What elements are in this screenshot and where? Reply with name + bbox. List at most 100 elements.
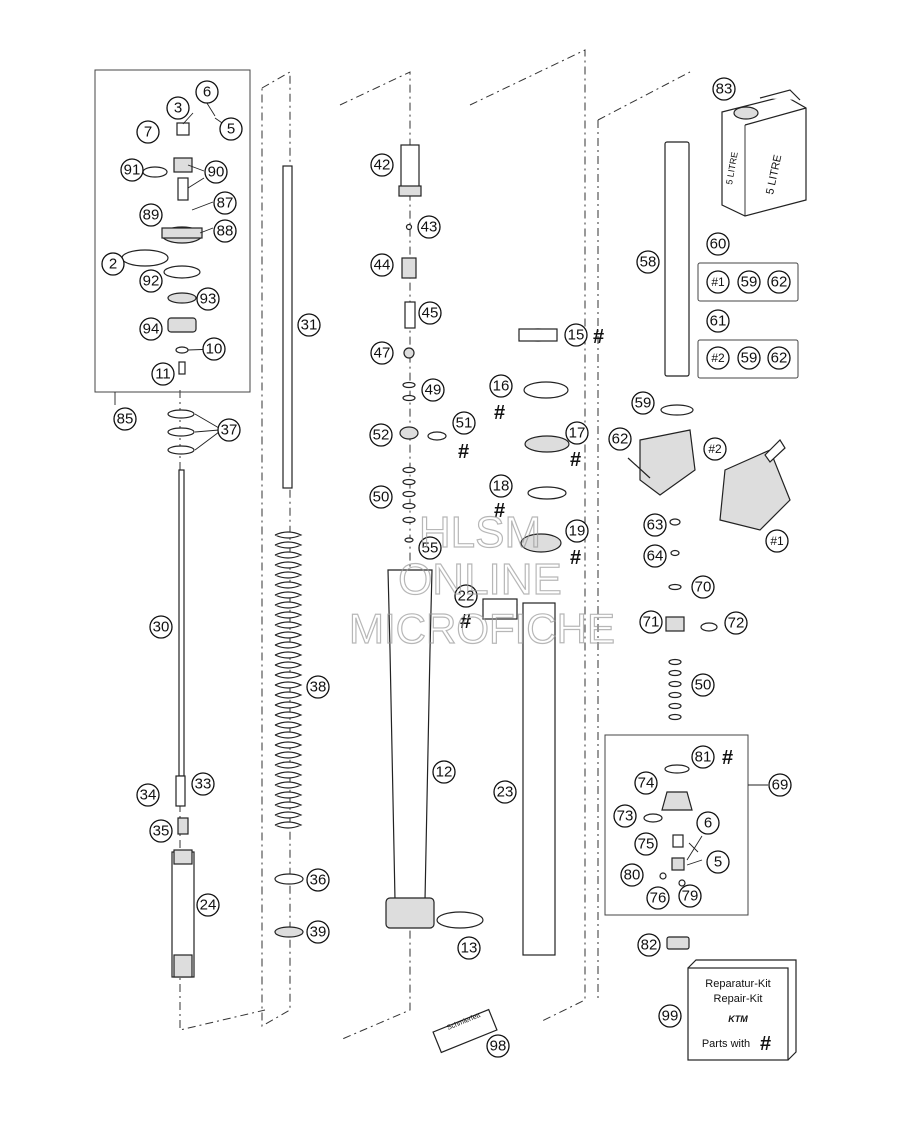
callout-73[interactable]: 73 — [613, 804, 637, 828]
svg-text:#2: #2 — [711, 351, 725, 365]
callout-82[interactable]: 82 — [637, 933, 661, 957]
callout-63[interactable]: 63 — [643, 513, 667, 537]
callout-30[interactable]: 30 — [149, 615, 173, 639]
callout-58[interactable]: 58 — [636, 250, 660, 274]
callout-18[interactable]: 18 — [489, 474, 513, 498]
callout-44[interactable]: 44 — [370, 253, 394, 277]
callout-35[interactable]: 35 — [149, 819, 173, 843]
svg-text:34: 34 — [140, 787, 157, 804]
callout-64[interactable]: 64 — [643, 544, 667, 568]
svg-text:80: 80 — [624, 867, 641, 884]
callout-33[interactable]: 33 — [191, 772, 215, 796]
callout-6a[interactable]: 6 — [195, 80, 219, 104]
kit-60-item-62[interactable]: 62 — [767, 270, 791, 294]
callout-69[interactable]: 69 — [768, 773, 792, 797]
callout-87[interactable]: 87 — [213, 191, 237, 215]
callout-45[interactable]: 45 — [418, 301, 442, 325]
cartridge-top-parts — [121, 122, 203, 978]
callout-34[interactable]: 34 — [136, 783, 160, 807]
callout-19[interactable]: 19 — [565, 519, 589, 543]
callout-3[interactable]: 3 — [166, 96, 190, 120]
callout-79[interactable]: 79 — [678, 884, 702, 908]
hash-17: # — [570, 449, 581, 471]
callout-22[interactable]: 22 — [454, 584, 478, 608]
callout-7[interactable]: 7 — [136, 120, 160, 144]
callout-83[interactable]: 83 — [712, 77, 736, 101]
callout-71[interactable]: 71 — [639, 610, 663, 634]
callout-70[interactable]: 70 — [691, 575, 715, 599]
callout-85[interactable]: 85 — [113, 407, 137, 431]
callout-49[interactable]: 49 — [421, 378, 445, 402]
callout-5a[interactable]: 5 — [219, 117, 243, 141]
callout-39[interactable]: 39 — [306, 920, 330, 944]
callout-47[interactable]: 47 — [370, 341, 394, 365]
callout-31[interactable]: 31 — [297, 313, 321, 337]
callout-52[interactable]: 52 — [369, 423, 393, 447]
callout-88[interactable]: 88 — [213, 219, 237, 243]
svg-text:70: 70 — [695, 579, 712, 596]
repair-kit-card: Reparatur-Kit Repair-Kit KTM Parts with … — [687, 959, 797, 1061]
callout-80[interactable]: 80 — [620, 863, 644, 887]
callout-99[interactable]: 99 — [658, 1004, 682, 1028]
callout-13[interactable]: 13 — [457, 936, 481, 960]
svg-text:10: 10 — [206, 341, 223, 358]
callout-89[interactable]: 89 — [139, 203, 163, 227]
callout-76[interactable]: 76 — [646, 886, 670, 910]
callout-74[interactable]: 74 — [634, 771, 658, 795]
callout-98[interactable]: 98 — [486, 1034, 510, 1058]
svg-text:45: 45 — [422, 305, 439, 322]
callout-50b[interactable]: 50 — [691, 673, 715, 697]
callout-81[interactable]: 81 — [691, 745, 715, 769]
callout-51[interactable]: 51 — [452, 411, 476, 435]
callout-75[interactable]: 75 — [634, 832, 658, 856]
callout-93[interactable]: 93 — [196, 287, 220, 311]
callout-38[interactable]: 38 — [306, 675, 330, 699]
callout-2[interactable]: 2 — [101, 252, 125, 276]
svg-text:49: 49 — [425, 382, 442, 399]
kit-61-item-2[interactable]: #2 — [706, 346, 730, 370]
callout-12[interactable]: 12 — [432, 760, 456, 784]
svg-text:6: 6 — [704, 815, 712, 832]
callout-94[interactable]: 94 — [139, 317, 163, 341]
clamp-label-1[interactable]: #1 — [765, 529, 789, 553]
callout-50a[interactable]: 50 — [369, 485, 393, 509]
callout-24[interactable]: 24 — [196, 893, 220, 917]
svg-text:#2: #2 — [708, 442, 722, 456]
callout-59[interactable]: 59 — [631, 391, 655, 415]
callout-36[interactable]: 36 — [306, 868, 330, 892]
svg-text:98: 98 — [490, 1038, 507, 1055]
outer-tube-and-valving — [385, 144, 498, 1054]
clamp-label-2[interactable]: #2 — [703, 437, 727, 461]
svg-text:7: 7 — [144, 124, 152, 141]
callout-5b[interactable]: 5 — [706, 850, 730, 874]
callout-16[interactable]: 16 — [489, 374, 513, 398]
callout-42[interactable]: 42 — [370, 153, 394, 177]
callout-72[interactable]: 72 — [724, 611, 748, 635]
callout-10[interactable]: 10 — [202, 337, 226, 361]
callout-55[interactable]: 55 — [418, 536, 442, 560]
repair-kit-hash: # — [760, 1033, 771, 1055]
kit-61-item-62[interactable]: 62 — [767, 346, 791, 370]
svg-text:64: 64 — [647, 548, 664, 565]
callout-92[interactable]: 92 — [139, 269, 163, 293]
callout-17[interactable]: 17 — [565, 421, 589, 445]
callout-60[interactable]: 60 — [706, 232, 730, 256]
kit-60-item-1[interactable]: #1 — [706, 270, 730, 294]
svg-text:73: 73 — [617, 808, 634, 825]
svg-text:15: 15 — [568, 327, 585, 344]
svg-text:13: 13 — [461, 940, 478, 957]
callout-6b[interactable]: 6 — [696, 811, 720, 835]
callout-43[interactable]: 43 — [417, 215, 441, 239]
callout-23[interactable]: 23 — [493, 780, 517, 804]
kit-60-item-59[interactable]: 59 — [737, 270, 761, 294]
callout-11[interactable]: 11 — [151, 362, 175, 386]
callout-91[interactable]: 91 — [120, 158, 144, 182]
svg-text:12: 12 — [436, 764, 453, 781]
callout-15[interactable]: 15 — [564, 323, 588, 347]
callout-62[interactable]: 62 — [608, 427, 632, 451]
callout-61[interactable]: 61 — [706, 309, 730, 333]
svg-text:61: 61 — [710, 313, 727, 330]
callout-37[interactable]: 37 — [217, 418, 241, 442]
kit-61-item-59[interactable]: 59 — [737, 346, 761, 370]
callout-90[interactable]: 90 — [204, 160, 228, 184]
